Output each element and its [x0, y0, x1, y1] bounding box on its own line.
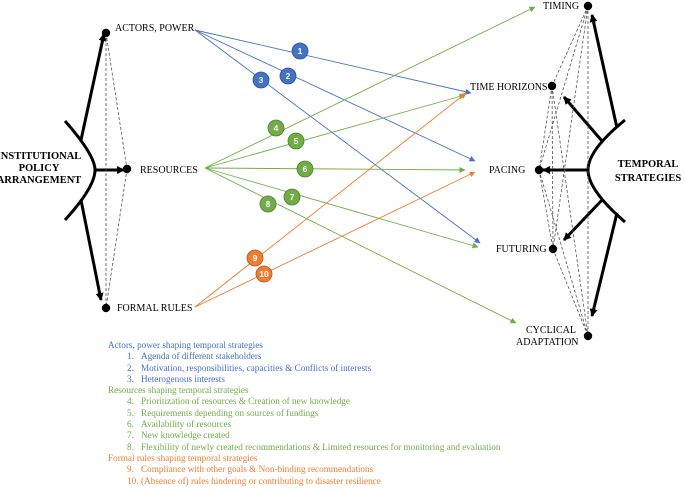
item-text: New knowledge created — [141, 430, 230, 441]
item-text: Compliance with other goals & Non-bindin… — [141, 464, 374, 475]
badge-7-label: 7 — [290, 192, 295, 202]
legend-resources-list: 4. Prioritization of resources & Creation… — [108, 396, 548, 452]
list-item: 1. Agenda of different stakeholders — [127, 351, 548, 362]
left-title: INSTITUTIONAL POLICY ARRANGEMENT — [0, 151, 81, 186]
left-title-line-2: POLICY — [19, 163, 60, 174]
badge-1-label: 1 — [298, 46, 303, 56]
badge-10-label: 10 — [259, 269, 269, 279]
right-title-line-1: TEMPORAL — [618, 159, 679, 170]
badge-6-label: 6 — [303, 164, 308, 174]
item-text: Motivation, responsibilities, capacities… — [141, 362, 372, 373]
label-timing: TIMING — [543, 1, 579, 12]
item-text: (Absence of) rules hindering or contribu… — [141, 475, 381, 486]
badge-5: 5 — [287, 132, 305, 150]
legend-resources-heading: Resources shaping temporal strategies — [108, 385, 249, 396]
left-bracket — [63, 33, 125, 301]
left-title-line-3: ARRANGEMENT — [0, 175, 81, 186]
list-item: 5. Requirements depending on sources of f… — [127, 408, 548, 419]
item-text: Heterogenous interests — [141, 373, 225, 384]
list-item: 10.(Absence of) rules hindering or contr… — [127, 476, 548, 487]
legend: Actors, power shaping temporal strategie… — [108, 340, 548, 487]
node-cyclical-adaptation — [583, 331, 593, 341]
actors-links — [194, 29, 481, 244]
badge-5-label: 5 — [294, 136, 299, 146]
list-item: 7. New knowledge created — [127, 430, 548, 441]
right-title-line-2: STRATEGIES — [615, 173, 681, 184]
badge-2-label: 2 — [286, 71, 291, 81]
item-number: 1. — [127, 351, 134, 362]
badge-3-label: 3 — [259, 75, 264, 85]
list-item: 3. Heterogenous interests — [127, 374, 548, 385]
badge-2: 2 — [279, 67, 297, 85]
right-bracket — [542, 14, 626, 317]
rules-links — [194, 92, 476, 308]
label-time-horizons: TIME HORIZONS — [470, 82, 548, 93]
item-number: 2. — [127, 362, 134, 373]
node-futuring — [548, 244, 558, 254]
badge-9: 9 — [246, 249, 264, 267]
right-title: TEMPORAL STRATEGIES — [615, 159, 681, 184]
item-text: Flexibility of newly created recommendat… — [141, 441, 501, 452]
item-text: Agenda of different stakeholders — [141, 351, 262, 362]
label-resources: RESOURCES — [140, 165, 198, 176]
right-nodes — [534, 1, 593, 341]
node-formal-rules — [101, 303, 111, 313]
legend-rules-heading: Formal rules shaping temporal strategies — [108, 452, 258, 463]
item-number: 5. — [127, 407, 134, 418]
right-dashed-mesh — [538, 5, 589, 337]
list-item: 8. Flexibility of newly created recommend… — [127, 442, 548, 453]
list-item: 9. Compliance with other goals & Non-bind… — [127, 464, 548, 475]
badge-9-label: 9 — [253, 253, 258, 263]
item-number: 7. — [127, 430, 134, 441]
label-pacing: PACING — [489, 165, 525, 176]
item-number: 9. — [127, 464, 134, 475]
list-item: 4. Prioritization of resources & Creation… — [127, 396, 548, 407]
badge-10: 10 — [255, 265, 273, 283]
item-number: 3. — [127, 373, 134, 384]
left-dashed-links — [105, 32, 128, 309]
node-pacing — [534, 165, 544, 175]
resources-links — [204, 6, 536, 324]
badge-4: 4 — [267, 119, 285, 137]
label-actors-power: ACTORS, POWER — [115, 23, 195, 34]
badge-8-label: 8 — [266, 199, 271, 209]
left-nodes — [101, 28, 132, 313]
node-time-horizons — [547, 81, 557, 91]
list-item: 2. Motivation, responsibilities, capaciti… — [127, 363, 548, 374]
label-cyclical: CYCLICAL — [526, 325, 576, 336]
left-title-line-1: INSTITUTIONAL — [0, 151, 81, 162]
badge-8: 8 — [259, 195, 277, 213]
label-adaptation: ADAPTATION — [516, 337, 579, 348]
item-text: Availability of resources — [141, 419, 232, 430]
item-text: Requirements depending on sources of fun… — [141, 407, 319, 418]
item-text: Prioritization of resources & Creation o… — [141, 396, 350, 407]
badge-3: 3 — [252, 71, 270, 89]
item-number: 8. — [127, 441, 134, 452]
label-formal-rules: FORMAL RULES — [117, 303, 192, 314]
item-number: 10. — [127, 475, 139, 486]
badge-7: 7 — [283, 188, 301, 206]
legend-rules-list: 9. Compliance with other goals & Non-bind… — [108, 464, 548, 487]
badge-6: 6 — [296, 160, 314, 178]
item-number: 4. — [127, 396, 134, 407]
badge-4-label: 4 — [274, 123, 279, 133]
list-item: 6. Availability of resources — [127, 419, 548, 430]
legend-actors-list: 1. Agenda of different stakeholders 2. Mot… — [108, 351, 548, 385]
node-timing — [583, 1, 593, 11]
badge-1: 1 — [291, 42, 309, 60]
node-resources — [122, 164, 132, 174]
node-actors-power — [101, 28, 111, 38]
label-futuring: FUTURING — [496, 244, 547, 255]
item-number: 6. — [127, 419, 134, 430]
legend-actors-heading: Actors, power shaping temporal strategie… — [108, 340, 263, 350]
